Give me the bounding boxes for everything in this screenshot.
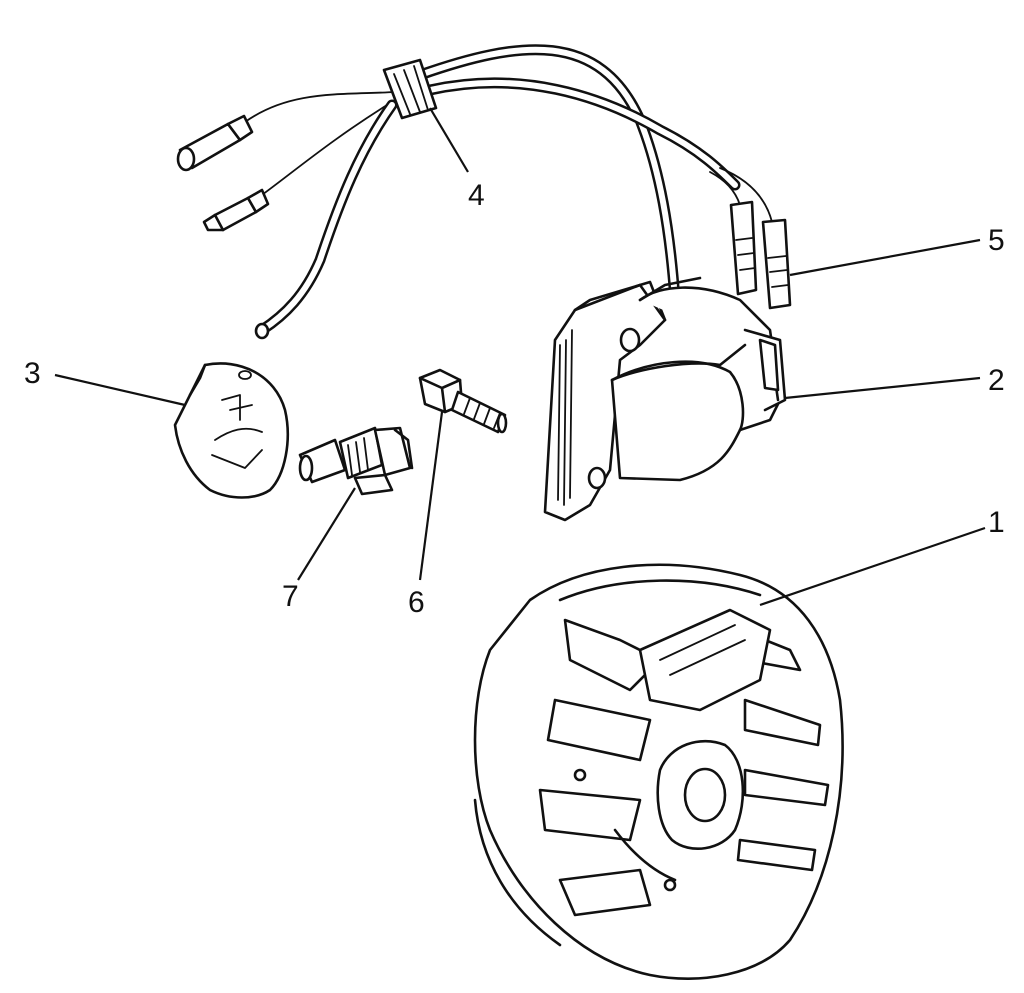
callout-5: 5 — [988, 224, 1005, 257]
spark-plug-cap-icon — [173, 362, 289, 499]
bolt-icon — [418, 368, 508, 434]
callout-2: 2 — [988, 364, 1005, 397]
leader-lines — [54, 107, 986, 607]
spark-plug-icon — [298, 426, 414, 496]
callout-4: 4 — [468, 179, 485, 212]
callout-6: 6 — [408, 586, 425, 619]
callout-1: 1 — [988, 506, 1005, 539]
callout-3: 3 — [24, 357, 41, 390]
wire-connector-icon — [176, 114, 254, 172]
ignition-coil-icon — [543, 276, 787, 522]
wire-pin-icon — [202, 188, 270, 232]
wire-grommet-icon — [382, 58, 438, 120]
terminal-connectors-icon — [709, 167, 792, 310]
flywheel-icon — [473, 563, 844, 980]
callout-7: 7 — [282, 580, 299, 613]
wire-harness-icon — [244, 44, 741, 340]
